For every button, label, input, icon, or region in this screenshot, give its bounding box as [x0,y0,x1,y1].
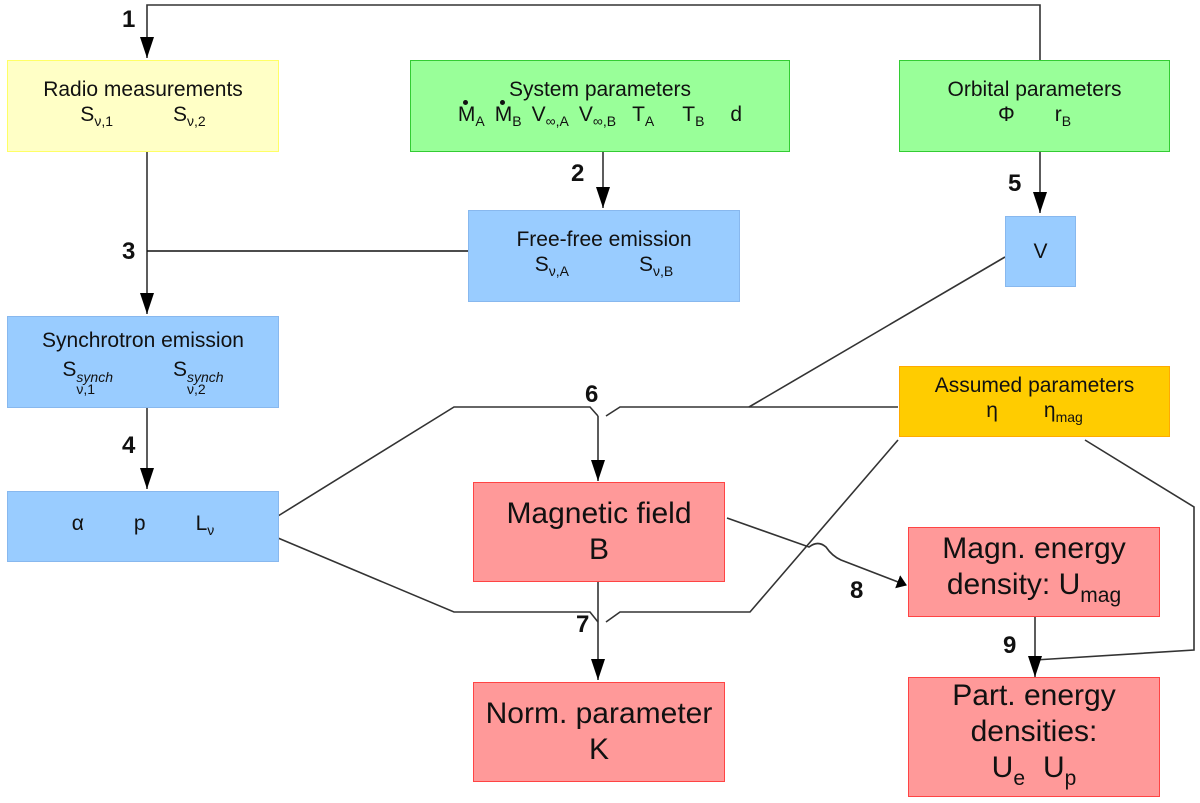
spectral-var-lnu: Lν [195,511,215,538]
assumed-parameters-title: Assumed parameters [934,373,1135,397]
normalization-parameter-title: Norm. parameter [485,697,713,730]
system-var-t-b: TB [682,103,705,129]
step-label-2: 2 [571,160,585,187]
orbital-var-rb: rB [1054,103,1072,129]
step-label-4: 4 [122,432,136,459]
radio-var-s1: Sν,1 [80,103,113,129]
assumed-parameters-box: Assumed parameters η ηmag [899,366,1170,437]
particle-energy-line1: Part. energy [952,678,1116,712]
step-label-6: 6 [585,381,599,408]
magnetic-energy-density-line1: Magn. energy [942,531,1126,565]
system-var-d: d [730,103,743,126]
assumed-var-eta-mag: ηmag [1043,398,1083,425]
particle-energy-line2: densities: [970,714,1098,748]
system-parameters-box: System parameters MA MB V∞,A V∞,B TA TB … [410,60,790,152]
step-label-8: 8 [850,577,864,604]
freefree-var-sa: Sν,A [534,253,569,279]
radio-measurements-box: Radio measurements Sν,1 Sν,2 [7,60,279,152]
normalization-parameter-symbol: K [588,733,609,766]
connector-assumed-to-step7 [605,439,899,623]
radio-var-s2: Sν,2 [173,103,206,129]
connector-spectral-to-step7 [277,537,599,623]
particle-energy-densities-box: Part. energy densities: Ue Up [908,677,1160,797]
connector-spectral-to-step6 [277,406,599,517]
magnetic-energy-density-box: Magn. energy density: Umag [908,527,1160,617]
system-var-mdot-b: MB [494,100,522,129]
particle-energy-var-ue: Ue [991,750,1025,790]
orbital-parameters-box: Orbital parameters Φ rB [899,60,1170,152]
orbital-var-phi: Φ [997,103,1015,126]
synchrotron-emission-title: Synchrotron emission [42,329,244,352]
step-label-9: 9 [1003,632,1017,659]
free-free-emission-title: Free-free emission [516,228,692,251]
step-label-5: 5 [1008,170,1022,197]
system-var-t-a: TA [632,103,655,129]
connector-v-to-step6 [748,256,1006,408]
velocity-box: V [1005,216,1076,287]
magnetic-energy-density-line2: density: Umag [946,567,1122,607]
arrow-step-1 [140,4,1041,60]
particle-energy-var-up: Up [1043,750,1077,790]
connector-assumed-to-step9 [1034,439,1195,661]
radio-measurements-title: Radio measurements [43,78,243,101]
system-var-vinf-b: V∞,B [578,103,617,129]
system-parameters-title: System parameters [508,78,692,101]
normalization-parameter-box: Norm. parameter K [473,682,725,782]
magnetic-field-title: Magnetic field [506,497,692,530]
velocity-label: V [1033,239,1048,263]
system-var-vinf-a: V∞,A [531,103,569,129]
spectral-parameters-box: α p Lν [7,491,279,562]
spectral-var-alpha: α [71,511,84,535]
assumed-var-eta: η [986,398,998,422]
spectral-var-p: p [133,511,146,535]
step-label-3: 3 [122,238,136,265]
orbital-parameters-title: Orbital parameters [947,78,1122,101]
freefree-var-sb: Sν,B [639,253,674,279]
system-var-mdot-a: MA [457,100,485,129]
magnetic-field-box: Magnetic field B [473,482,725,582]
arrow-step-8 [726,517,907,589]
free-free-emission-box: Free-free emission Sν,A Sν,B [468,210,740,302]
step-label-7: 7 [576,611,590,638]
step-label-1: 1 [122,6,136,33]
connector-assumed-to-step6 [605,406,898,417]
magnetic-field-symbol: B [588,533,609,566]
